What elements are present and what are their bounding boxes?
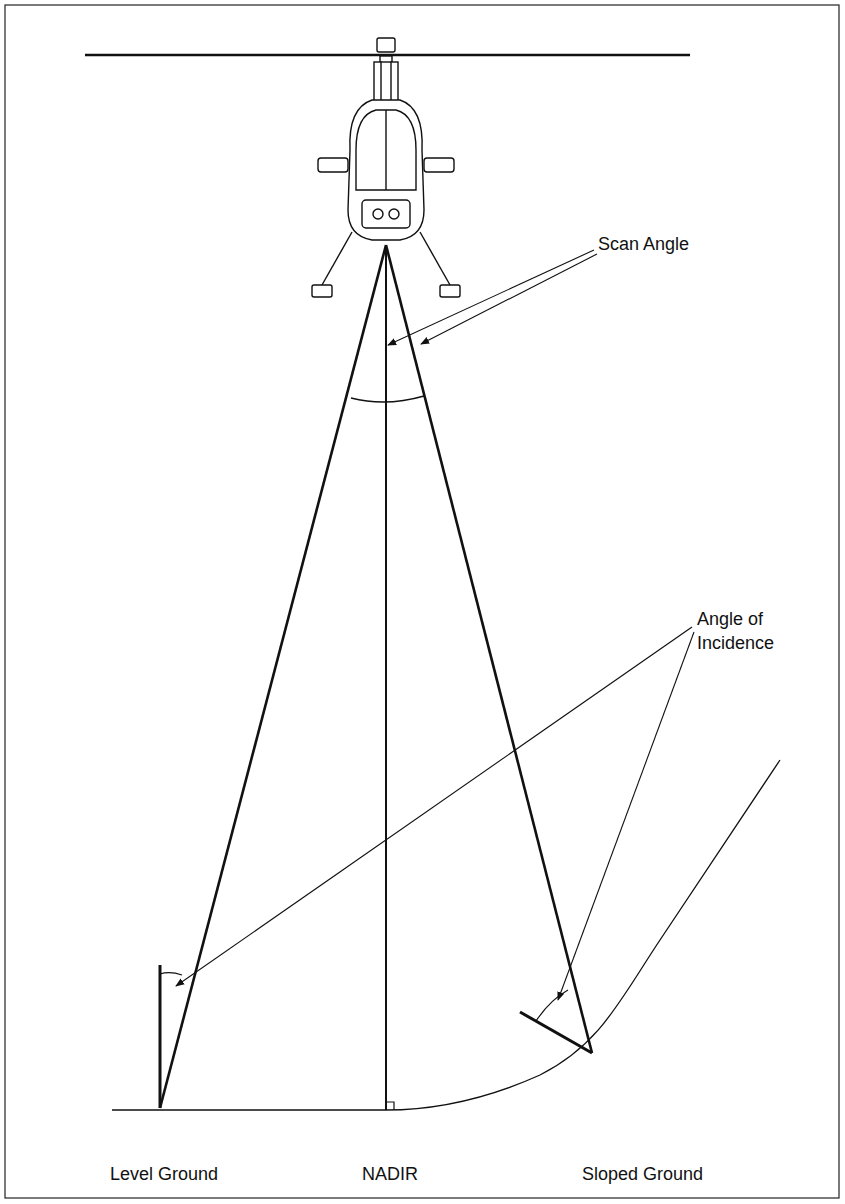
leader-lines xyxy=(176,250,694,1000)
label-text: NADIR xyxy=(362,1162,418,1186)
surface-normal xyxy=(159,965,162,1108)
incidence-arc xyxy=(160,973,182,975)
label-text: Angle of Incidence xyxy=(697,607,787,655)
label-text: Scan Angle xyxy=(598,232,689,256)
label-text: Sloped Ground xyxy=(582,1162,703,1186)
surface-normal xyxy=(520,1012,592,1053)
scan-angle-arc xyxy=(351,396,424,402)
laser-beams xyxy=(160,245,592,1110)
frame-border xyxy=(5,5,839,1198)
incidence-arc xyxy=(536,990,568,1021)
ground-profile xyxy=(112,760,780,1110)
label-text: Level Ground xyxy=(110,1162,218,1186)
right-angle-mark xyxy=(386,1102,394,1110)
